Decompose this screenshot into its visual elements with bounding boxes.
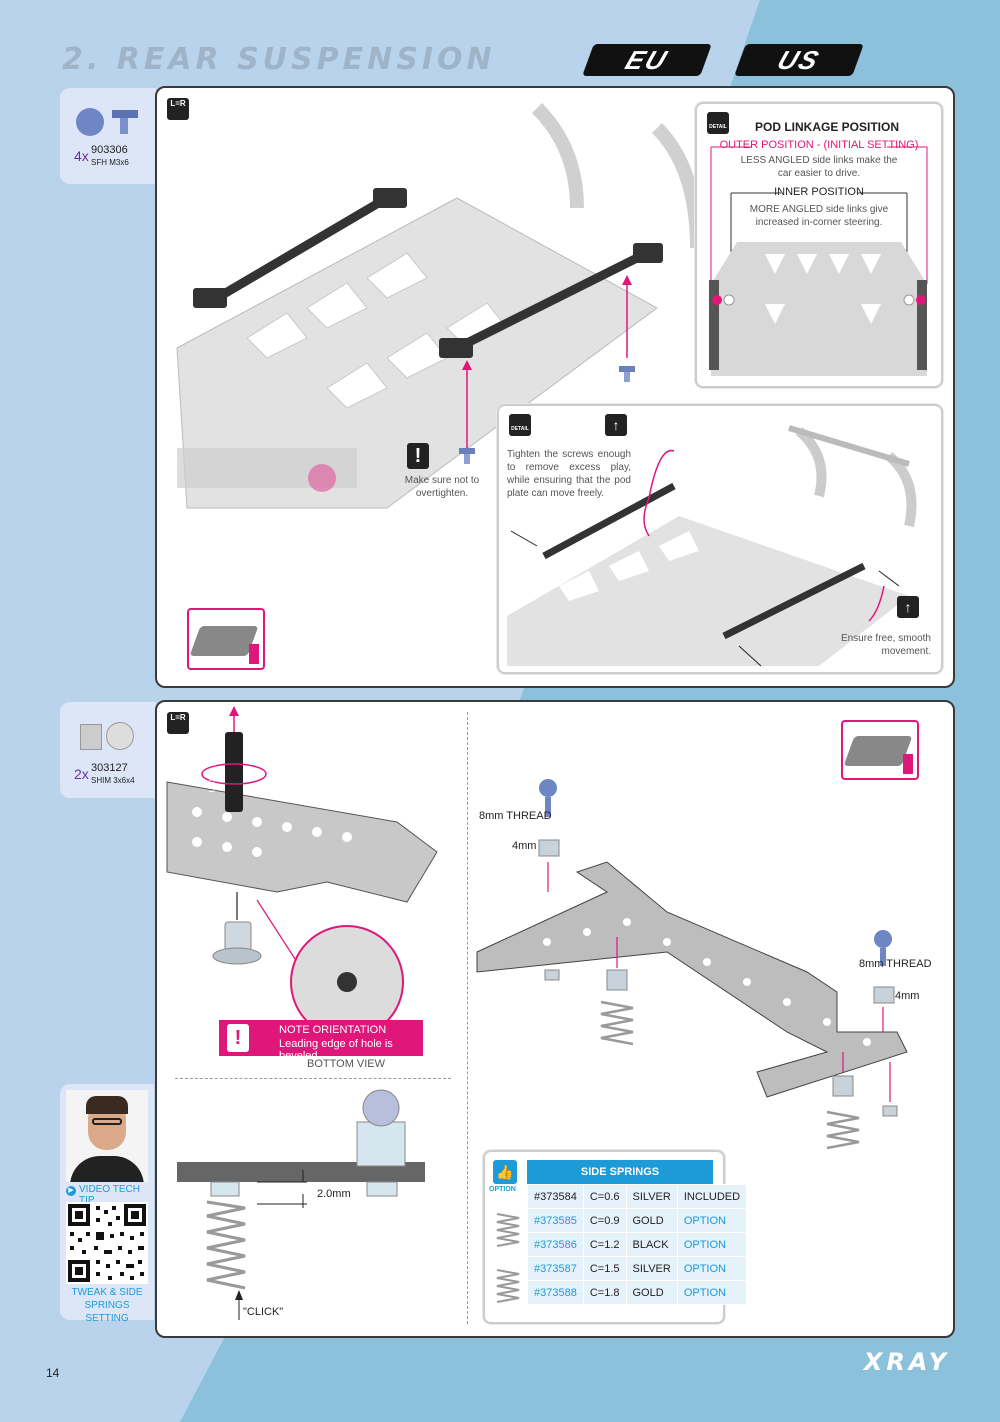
presenter-photo	[66, 1090, 148, 1182]
rear-plate-illustration	[476, 779, 908, 1150]
page-title: 2. REAR SUSPENSION	[62, 42, 496, 77]
parts-tab-step2: 2x 303127 SHIM 3x6x4	[60, 702, 156, 798]
shim-side-icon	[80, 724, 102, 750]
spring-rate: C=1.8	[582, 1280, 627, 1305]
video-caption: TWEAK & SIDE SPRINGS SETTING	[71, 1287, 143, 1324]
spring-code: #373584	[527, 1184, 584, 1209]
pod-linkage-title: POD LINKAGE POSITION	[754, 120, 899, 134]
inner-position-desc: MORE ANGLED side links give increased in…	[749, 204, 889, 228]
detail-icon-2: DETAIL	[509, 414, 531, 436]
eu-badge: EU	[582, 44, 712, 76]
table-row: #373585 C=0.9 GOLD OPTION	[527, 1208, 748, 1233]
spring-color: SILVER	[625, 1184, 678, 1209]
pod-linkage-diagram	[709, 146, 928, 376]
horizontal-divider	[175, 1078, 451, 1079]
spring-code: #373586	[527, 1232, 584, 1257]
pod-plate-illustration	[507, 425, 917, 667]
step2-panel: L=R 1.5mm ! NOTE ORIENTATION Leading edg…	[155, 700, 955, 1338]
gap-label: 2.0mm	[317, 1188, 351, 1200]
lr-icon: L=R	[167, 98, 189, 120]
spring-status: OPTION	[676, 1208, 748, 1233]
rotate-arrow-icon: ↑	[897, 596, 919, 618]
part-qty: 2x	[74, 766, 89, 782]
spring-code: #373585	[527, 1208, 584, 1233]
side-springs-panel: 👍 OPTION SIDE SPRINGS #373584 C=0.6 SILV…	[483, 1150, 748, 1324]
page-number: 14	[46, 1366, 60, 1380]
note-desc: Leading edge of hole is beveled.	[279, 1038, 393, 1062]
spring-color: GOLD	[625, 1208, 678, 1233]
brand-logo: XRAY	[863, 1348, 950, 1376]
chassis-illustration	[176, 103, 697, 509]
spring-color: SILVER	[625, 1256, 678, 1281]
table-row: #373586 C=1.2 BLACK OPTION	[527, 1232, 748, 1257]
plate-bottom-illustration	[166, 706, 438, 1039]
part-qty: 4x	[74, 148, 89, 164]
table-row: #373588 C=1.8 GOLD OPTION	[527, 1280, 748, 1305]
play-icon: ▶	[66, 1186, 76, 1196]
note-orientation: ! NOTE ORIENTATION Leading edge of hole …	[219, 1020, 423, 1062]
spacer-label-b: 4mm	[895, 990, 920, 1002]
lr-icon: L=R	[167, 712, 189, 734]
spring-rate: C=1.5	[582, 1256, 627, 1281]
parts-tab-step1: 4x 903306 SFH M3x6	[60, 88, 156, 184]
part-code: 303127	[91, 762, 128, 774]
video-tech-tip-card[interactable]: ▶ VIDEO TECH TIP TWEAK & SIDE SPRINGS SE…	[60, 1084, 154, 1324]
option-label: OPTION	[489, 1186, 516, 1193]
spring-code: #373587	[527, 1256, 584, 1281]
thread-label-a: 8mm THREAD	[479, 810, 552, 822]
ensure-note: Ensure free, smooth movement.	[840, 633, 931, 657]
outer-position-label: OUTER POSITION - (INITIAL SETTING)	[719, 139, 919, 151]
table-row: #373584 C=0.6 SILVER INCLUDED	[527, 1184, 748, 1209]
inner-position-label: INNER POSITION	[774, 186, 864, 198]
us-badge: US	[734, 44, 864, 76]
part-code: 903306	[91, 144, 128, 156]
outer-position-desc: LESS ANGLED side links make the car easi…	[740, 155, 898, 179]
tweak-station-icon-2	[841, 720, 919, 780]
qr-pattern	[68, 1204, 146, 1282]
tighten-arrow-icon: ↑	[605, 414, 627, 436]
note-title: NOTE ORIENTATION	[279, 1024, 387, 1036]
detail-icon: DETAIL	[707, 112, 729, 134]
tighten-note: Tighten the screws enough to remove exce…	[507, 449, 631, 499]
spring-color: GOLD	[625, 1280, 678, 1305]
spacer-label-a: 4mm	[512, 840, 537, 852]
spring-status: OPTION	[676, 1232, 748, 1257]
screw-shaft-icon	[120, 118, 128, 134]
springs-table-title: SIDE SPRINGS	[527, 1160, 713, 1184]
note-warning-icon: !	[227, 1024, 249, 1052]
ball-stud-gap-diagram	[177, 1089, 425, 1320]
qr-code[interactable]	[66, 1202, 148, 1284]
spring-rate: C=0.9	[582, 1208, 627, 1233]
spring-rate: C=0.6	[582, 1184, 627, 1209]
warning-text: Make sure not to overtighten.	[404, 475, 480, 499]
step1-panel: L=R ! M	[155, 86, 955, 688]
tighten-detail: DETAIL ↑ Tighten the screws enough to re…	[497, 404, 943, 674]
spring-icons	[496, 1213, 520, 1303]
spring-color: BLACK	[625, 1232, 678, 1257]
spring-code: #373588	[527, 1280, 584, 1305]
warning-icon: !	[407, 443, 429, 469]
spring-status: INCLUDED	[676, 1184, 748, 1209]
screw-side-icon	[112, 110, 138, 118]
tool-size-label: 1.5mm	[206, 762, 217, 793]
vertical-divider	[467, 712, 468, 1324]
part-desc: SFH M3x6	[91, 158, 129, 167]
shim-top-icon	[106, 722, 134, 750]
pod-linkage-detail: DETAIL POD LINKAGE POSITION OUTER POSITI…	[695, 102, 943, 388]
table-row: #373587 C=1.5 SILVER OPTION	[527, 1256, 748, 1281]
spring-status: OPTION	[676, 1256, 748, 1281]
part-desc: SHIM 3x6x4	[91, 776, 135, 785]
thread-label-b: 8mm THREAD	[859, 958, 932, 970]
spring-status: OPTION	[676, 1280, 748, 1305]
video-tip-label: VIDEO TECH TIP	[79, 1184, 140, 1206]
spring-rate: C=1.2	[582, 1232, 627, 1257]
click-label: "CLICK"	[243, 1306, 284, 1318]
springs-table: #373584 C=0.6 SILVER INCLUDED #373585 C=…	[527, 1184, 748, 1305]
bottom-view-label: BOTTOM VIEW	[307, 1058, 386, 1070]
option-icon: 👍	[493, 1160, 517, 1184]
tweak-station-icon	[187, 608, 265, 670]
screw-head-icon	[76, 108, 104, 136]
